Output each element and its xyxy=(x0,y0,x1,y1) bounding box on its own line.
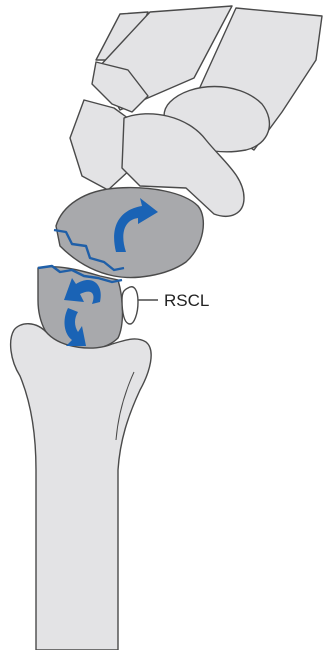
radius-bone xyxy=(11,324,152,650)
rscl-ligament-shape xyxy=(122,287,138,324)
radius-shaft xyxy=(11,324,152,650)
rscl-ligament: RSCL xyxy=(122,287,209,324)
rscl-label: RSCL xyxy=(164,291,209,310)
upper-fracture-fragment xyxy=(56,188,203,278)
upper-fragment-body xyxy=(56,188,203,278)
